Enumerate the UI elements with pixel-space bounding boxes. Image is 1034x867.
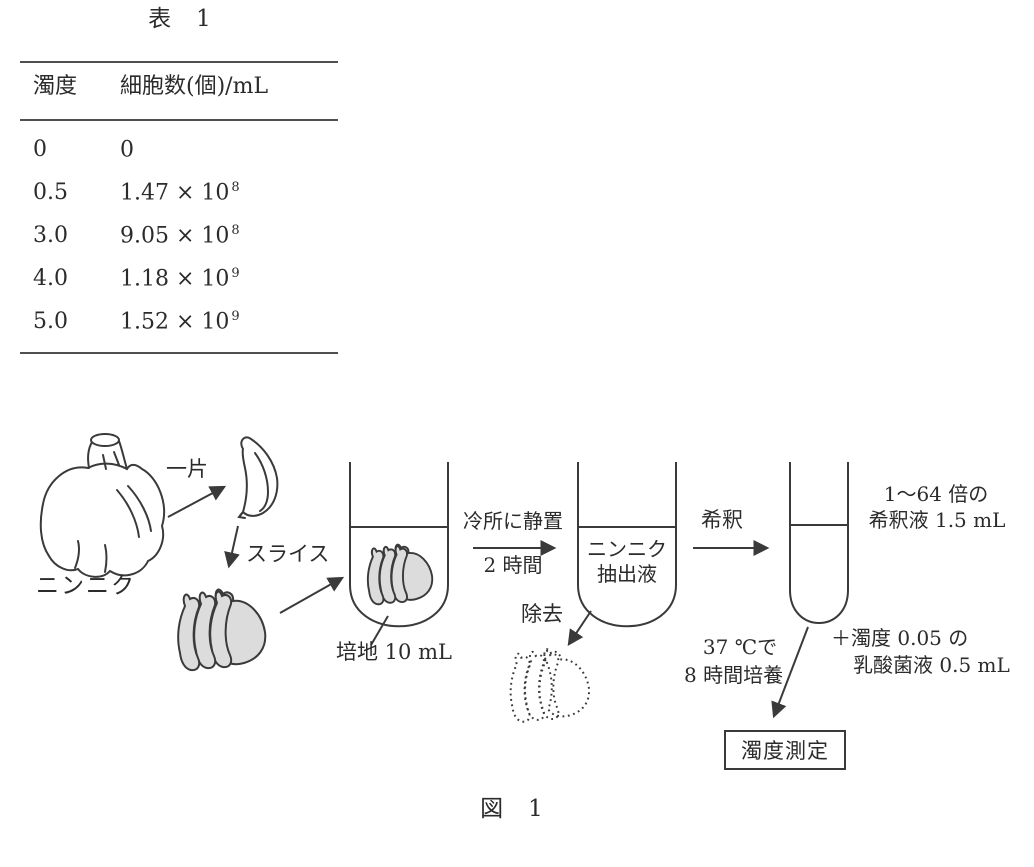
turbidity-value: 0.5 (33, 180, 68, 205)
cell-count-mantissa: 0 (120, 137, 134, 163)
cell-count-value: 0 (120, 137, 136, 162)
test-tube-1 (349, 462, 449, 628)
turbidity-measurement-box: 濁度測定 (724, 730, 846, 770)
turbidity-value: 0 (33, 137, 47, 162)
arrow-bulb-to-clove (167, 485, 227, 518)
cell-count-exponent: 9 (231, 309, 240, 324)
column-header-cellcount: 細胞数(個)/mL (120, 74, 269, 99)
slices-in-tube-icon (366, 543, 434, 606)
dilution-volume-label-line1: 1〜64 倍の (883, 482, 989, 506)
table-row: 0 0 (20, 137, 350, 169)
arrow-to-measurement (771, 626, 809, 719)
figure-caption: 図 1 (480, 796, 544, 822)
slice-label: スライス (246, 542, 330, 566)
extract-label-line2: 抽出液 (597, 562, 657, 586)
added-bacteria-label-line1: ＋濁度 0.05 の (831, 626, 969, 650)
cold-rest-label-line2: 2 時間 (483, 553, 543, 577)
turbidity-value: 5.0 (33, 309, 68, 334)
dilution-volume-label-line2: 希釈液 1.5 mL (868, 508, 1006, 532)
incubation-label-line1: 37 ℃で (702, 635, 778, 659)
column-header-turbidity: 濁度 (33, 74, 78, 99)
garlic-slices-icon (177, 588, 267, 672)
table-rule-top (20, 61, 338, 63)
turbidity-measurement-label: 濁度測定 (741, 739, 829, 763)
arrow-remove (567, 610, 592, 646)
dilute-label: 希釈 (701, 508, 743, 532)
arrow-clove-to-slices (224, 525, 240, 569)
garlic-label: ニンニク (36, 573, 136, 599)
one-clove-label: 一片 (166, 457, 208, 481)
table-rule-bottom (20, 352, 338, 354)
table-rule-header (20, 119, 338, 121)
garlic-clove-icon (237, 436, 279, 519)
cold-rest-label-line1: 冷所に静置 (463, 509, 563, 533)
cell-count-mantissa: 1.52 × 10 (120, 309, 230, 335)
extract-label-line1: ニンニク (587, 537, 667, 561)
cell-count-mantissa: 9.05 × 10 (120, 223, 230, 249)
incubation-label-line2: 8 時間培養 (684, 663, 784, 687)
cell-count-mantissa: 1.47 × 10 (120, 180, 230, 206)
removed-slices-icon (509, 648, 591, 723)
turbidity-value: 4.0 (33, 266, 68, 291)
arrow-slices-to-tube (279, 576, 345, 614)
cell-count-exponent: 8 (231, 180, 240, 195)
medium-label: 培地 10 mL (336, 640, 452, 664)
process-arrows (167, 485, 809, 719)
test-tube-3 (789, 462, 849, 624)
cell-count-exponent: 8 (231, 223, 240, 238)
medium-pointer-line (370, 615, 389, 646)
added-bacteria-label-line2: 乳酸菌液 0.5 mL (853, 653, 1010, 677)
table-title: 表 1 (148, 6, 212, 32)
test-tube-2 (577, 462, 677, 628)
garlic-bulb-icon (39, 433, 166, 578)
cell-count-mantissa: 1.18 × 10 (120, 266, 230, 292)
turbidity-value: 3.0 (33, 223, 68, 248)
cell-count-exponent: 9 (231, 266, 240, 281)
remove-label: 除去 (521, 602, 563, 626)
